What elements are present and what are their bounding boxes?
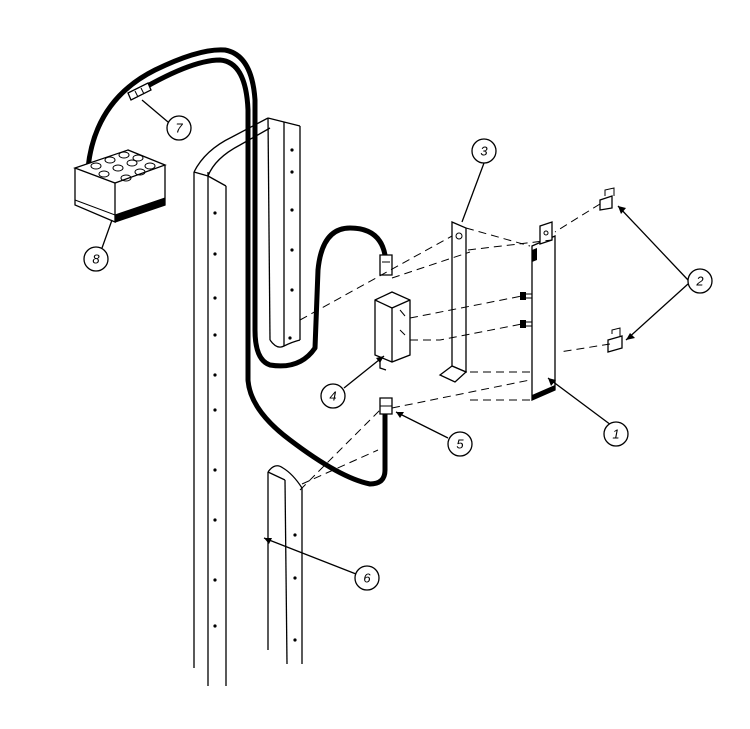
callout-2: 2 [687, 268, 713, 294]
callout-3: 3 [471, 138, 497, 164]
callout-label-1: 1 [612, 427, 619, 442]
callout-label-4: 4 [329, 389, 336, 404]
callout-1: 1 [603, 421, 629, 447]
callout-6: 6 [354, 565, 380, 591]
lower-channel [267, 465, 303, 665]
callout-label-7: 7 [175, 121, 183, 136]
callout-label-3: 3 [480, 144, 488, 159]
screw-lower [607, 327, 623, 353]
cable-plug-upper [379, 254, 393, 276]
screws [599, 187, 623, 353]
callout-label-2: 2 [695, 274, 704, 289]
mounting-plate [520, 221, 556, 401]
callout-8: 8 [83, 246, 109, 272]
bracket-plate [438, 221, 468, 383]
screw-upper [599, 187, 615, 211]
callout-label-8: 8 [92, 252, 100, 267]
switch-module [374, 291, 411, 371]
cable-assembly [85, 47, 388, 487]
assembly-lines [299, 203, 611, 491]
callout-5: 5 [447, 431, 473, 457]
leader-lines [101, 99, 689, 575]
callout-7: 7 [166, 115, 192, 141]
callout-label-6: 6 [363, 571, 371, 586]
callout-4: 4 [320, 383, 346, 409]
cable-plug-lower [379, 397, 393, 415]
vertical-post [193, 117, 271, 686]
sensor-probe [127, 82, 152, 101]
connector-block [73, 149, 167, 223]
callout-label-5: 5 [456, 437, 464, 452]
upper-channel [267, 117, 301, 348]
